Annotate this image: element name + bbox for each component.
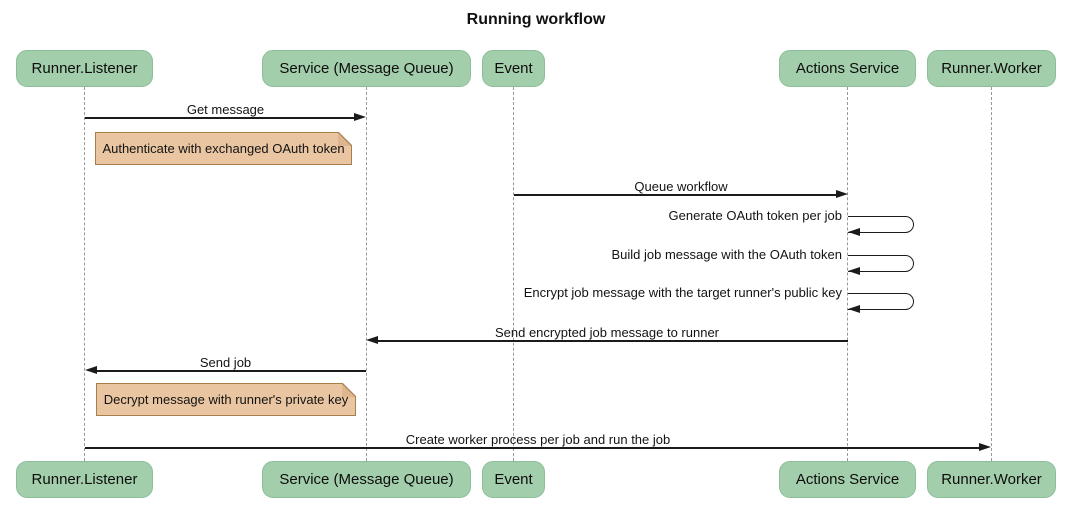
message-line — [378, 340, 848, 342]
lifeline-runner-worker — [991, 87, 992, 461]
note-authenticate-oauth: Authenticate with exchanged OAuth token — [95, 132, 352, 165]
actor-runner-worker-bottom: Runner.Worker — [927, 461, 1056, 498]
message-label: Create worker process per job and run th… — [405, 432, 671, 447]
message-label: Generate OAuth token per job — [668, 208, 842, 223]
arrowhead-right-icon — [836, 190, 848, 198]
arrowhead-left-icon — [848, 267, 860, 275]
self-loop-line — [848, 255, 914, 272]
arrowhead-left-icon — [848, 228, 860, 236]
lifeline-event — [513, 87, 514, 461]
actor-event-bottom: Event — [482, 461, 545, 498]
lifeline-actions-service — [847, 87, 848, 461]
lifeline-service-message-queue — [366, 87, 367, 461]
self-loop-line — [848, 293, 914, 310]
diagram-title: Running workflow — [466, 11, 606, 28]
actor-actions-service-bottom: Actions Service — [779, 461, 916, 498]
message-label: Send job — [199, 355, 252, 370]
arrowhead-left-icon — [366, 336, 378, 344]
arrowhead-left-icon — [848, 305, 860, 313]
note-decrypt-private-key: Decrypt message with runner's private ke… — [96, 383, 356, 416]
note-label: Authenticate with exchanged OAuth token — [102, 141, 345, 156]
message-label: Get message — [186, 102, 265, 117]
arrowhead-right-icon — [354, 113, 366, 121]
actor-service-message-queue-top: Service (Message Queue) — [262, 50, 471, 87]
note-fold-icon — [342, 383, 356, 397]
actor-runner-listener-top: Runner.Listener — [16, 50, 153, 87]
message-line — [85, 117, 355, 119]
actor-runner-worker-top: Runner.Worker — [927, 50, 1056, 87]
message-line — [85, 447, 979, 449]
actor-event-top: Event — [482, 50, 545, 87]
message-label: Encrypt job message with the target runn… — [523, 285, 842, 300]
message-line — [97, 370, 366, 372]
message-label: Queue workflow — [634, 179, 728, 194]
message-line — [514, 194, 836, 196]
arrowhead-left-icon — [85, 366, 97, 374]
arrowhead-right-icon — [979, 443, 991, 451]
actor-actions-service-top: Actions Service — [779, 50, 916, 87]
note-label: Decrypt message with runner's private ke… — [103, 392, 349, 407]
actor-runner-listener-bottom: Runner.Listener — [16, 461, 153, 498]
actor-service-message-queue-bottom: Service (Message Queue) — [262, 461, 471, 498]
message-label: Send encrypted job message to runner — [494, 325, 720, 340]
lifeline-runner-listener — [84, 87, 85, 461]
self-loop-line — [848, 216, 914, 233]
note-fold-icon — [338, 132, 352, 146]
message-label: Build job message with the OAuth token — [611, 247, 842, 262]
